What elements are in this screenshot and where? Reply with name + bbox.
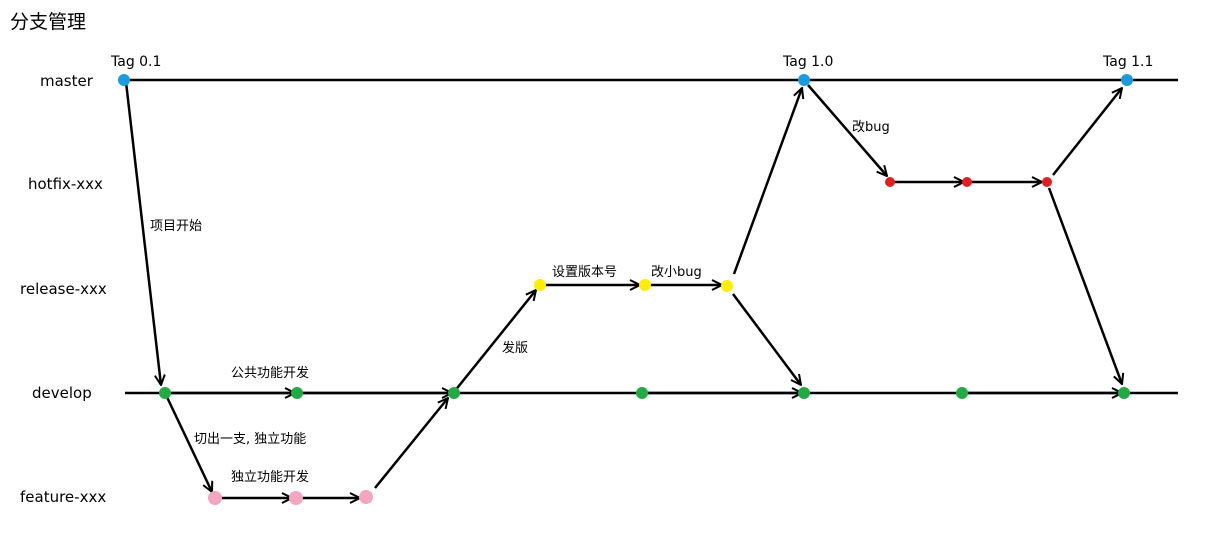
commit-node-develop	[798, 387, 810, 399]
edge-label-branch-out: 切出一支, 独立功能	[194, 432, 306, 447]
commit-node-develop	[956, 387, 968, 399]
commit-node-hotfix	[962, 177, 972, 187]
edge-hotfix-to-develop	[1047, 187, 1122, 384]
lane-label-master: master	[40, 72, 94, 90]
lane-label-develop: develop	[32, 384, 92, 402]
edge-develop-to-release	[453, 290, 536, 393]
branch-lines	[124, 78, 1178, 395]
commit-node-release	[721, 280, 733, 292]
commit-node-develop	[636, 387, 648, 399]
edge-label-set-version: 设置版本号	[552, 265, 617, 280]
edge-label-fix-minor-bug: 改小bug	[651, 265, 702, 280]
tag-label-0-1: Tag 0.1	[110, 54, 161, 70]
commit-node-feature	[208, 491, 222, 505]
lane-label-feature: feature-xxx	[20, 488, 106, 506]
commit-nodes	[118, 74, 1133, 505]
commit-node-feature	[289, 491, 303, 505]
edge-label-project-start: 项目开始	[150, 219, 202, 234]
commit-node-develop	[448, 387, 460, 399]
commit-node-release	[534, 279, 546, 291]
commit-node-master-tag-1-1	[1121, 74, 1133, 86]
edges	[124, 81, 1122, 498]
edge-label-independent-dev: 独立功能开发	[231, 469, 309, 485]
edge-release-to-develop	[731, 293, 801, 385]
commit-node-master-tag-1-0	[798, 74, 810, 86]
edge-release-to-master	[732, 88, 802, 275]
commit-node-feature	[359, 490, 373, 504]
lane-label-hotfix: hotfix-xxx	[28, 175, 103, 193]
commit-node-master-tag-0-1	[118, 74, 130, 86]
edge-hotfix-to-master	[1052, 88, 1122, 176]
edge-label-common-dev: 公共功能开发	[231, 365, 309, 381]
edge-feature-to-develop	[374, 398, 448, 489]
edge-label-release-out: 发版	[502, 340, 528, 356]
edge-master-to-hotfix	[807, 84, 887, 176]
commit-node-hotfix	[885, 177, 895, 187]
commit-node-develop	[1118, 387, 1130, 399]
edge-master-to-develop	[124, 81, 161, 385]
diagram-title: 分支管理	[10, 11, 86, 33]
tag-label-1-0: Tag 1.0	[782, 54, 833, 70]
commit-node-release	[639, 279, 651, 291]
tag-label-1-1: Tag 1.1	[1102, 54, 1153, 70]
lane-label-release: release-xxx	[20, 280, 107, 298]
commit-node-develop	[291, 387, 303, 399]
edge-label-fix-bug: 改bug	[852, 120, 890, 135]
commit-node-hotfix	[1042, 177, 1052, 187]
edge-develop-to-feature	[164, 394, 212, 492]
commit-node-develop	[159, 387, 171, 399]
